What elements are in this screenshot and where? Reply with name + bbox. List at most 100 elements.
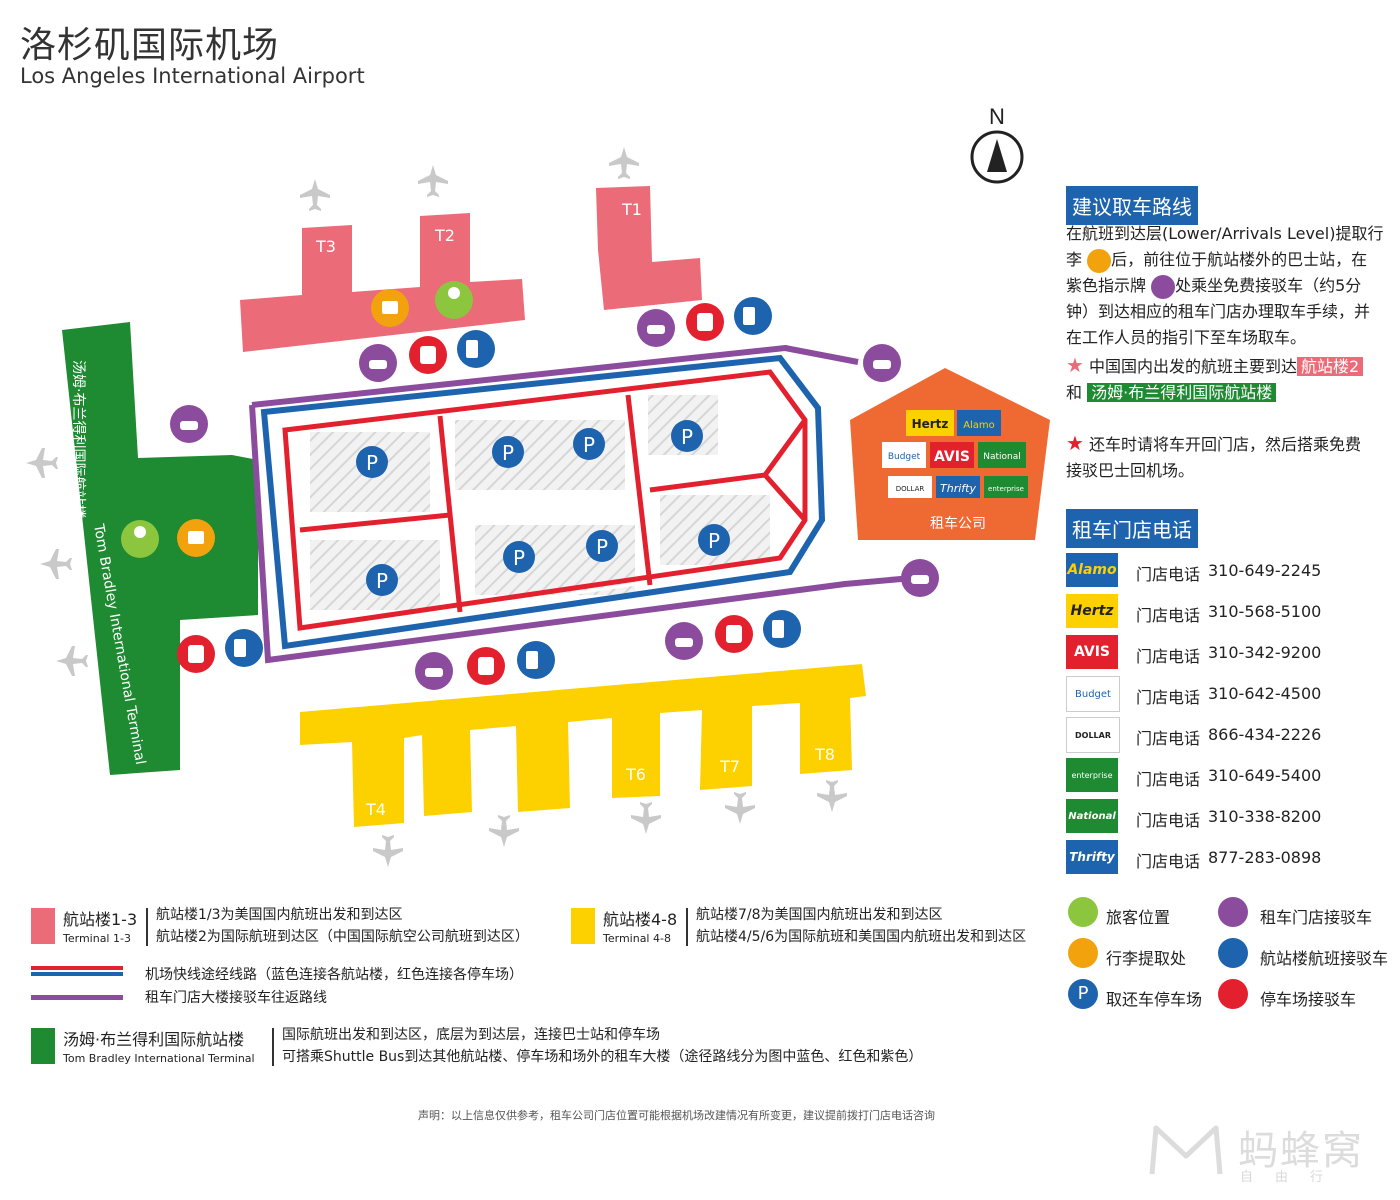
route-line: 紫色指示牌 处乘坐免费接驳车（约5分 xyxy=(1066,273,1396,299)
phone-number: 310-649-5400 xyxy=(1208,766,1322,785)
parking-icon: P xyxy=(503,541,535,573)
airplane-icon xyxy=(418,165,448,197)
legend-red-line xyxy=(31,966,123,970)
enterprise-logo: enterprise xyxy=(1066,758,1118,792)
hertz-logo xyxy=(906,410,954,436)
svg-text:AVIS: AVIS xyxy=(934,449,970,465)
note-return: ★ 还车时请将车开回门店，然后搭乘免费 接驳巴士回机场。 xyxy=(1066,431,1362,480)
watermark: 蚂蜂窝 xyxy=(1238,1128,1364,1174)
hertz-logo: Hertz xyxy=(1066,594,1118,628)
national-logo xyxy=(978,442,1026,468)
svg-text:P: P xyxy=(681,425,693,449)
phone-row-enterprise: enterprise 门店电话 310-649-5400 xyxy=(1066,758,1396,794)
legend-passenger: 旅客位置 xyxy=(1106,908,1171,927)
phone-number: 310-642-4500 xyxy=(1208,684,1322,703)
phone-row-budget: Budget 门店电话 310-642-4500 xyxy=(1066,676,1396,712)
legend-tbit-sub: Tom Bradley International Terminal xyxy=(63,1052,255,1065)
route-text: 在航班到达层(Lower/Arrivals Level)提取行 李 后，前往位于… xyxy=(1066,221,1396,351)
legend-swatch-pink xyxy=(31,908,55,944)
purple-route xyxy=(249,404,913,664)
terminal-4-8-building xyxy=(300,664,866,827)
thrifty-logo xyxy=(936,476,980,498)
svg-text:Thrifty: Thrifty xyxy=(940,482,976,495)
parking-markers: P P P P P P P P xyxy=(356,420,730,596)
divider xyxy=(686,908,688,946)
lot-shuttle-icon xyxy=(1218,979,1248,1009)
legend-t48-line2: 航站楼4/5/6为国际航班和美国国内航班出发和到达区 xyxy=(696,929,1027,945)
parking-icon: P xyxy=(492,436,524,468)
phone-number: 310-568-5100 xyxy=(1208,602,1322,621)
divider xyxy=(272,1028,274,1066)
legend-t48-sub: Terminal 4-8 xyxy=(603,932,671,945)
parking-icon: P xyxy=(573,428,605,460)
phone-number: 866-434-2226 xyxy=(1208,725,1322,744)
airplane-icon xyxy=(489,815,519,847)
page-subtitle: Los Angeles International Airport xyxy=(20,64,365,88)
terminal-8-label: T8 xyxy=(814,745,835,764)
route-heading: 建议取车路线 xyxy=(1066,186,1198,225)
airplane-icon xyxy=(26,448,58,478)
parking-icon: P xyxy=(1068,979,1098,1009)
phone-number: 310-649-2245 xyxy=(1208,561,1322,580)
terminal-5-label: T5 xyxy=(485,785,506,804)
passenger-icon xyxy=(121,520,159,558)
rental-car-center: Hertz Alamo Budget AVIS National DOLLAR … xyxy=(850,368,1050,540)
purple-route xyxy=(251,344,859,408)
tom-bradley-terminal: 汤姆·布兰得利国际航站楼 Tom Bradley International T… xyxy=(62,322,258,775)
alamo-logo xyxy=(957,410,1001,436)
phone-number: 310-338-8200 xyxy=(1208,807,1322,826)
terminal-shuttle-icon xyxy=(1218,938,1248,968)
alamo-logo: Alamo xyxy=(1066,553,1118,587)
passenger-icon xyxy=(1068,897,1098,927)
rental-shuttle-icon xyxy=(1218,897,1248,927)
budget-logo xyxy=(882,442,926,468)
divider xyxy=(146,908,148,946)
phone-row-alamo: Alamo 门店电话 310-649-2245 xyxy=(1066,553,1396,589)
route-line: 在航班到达层(Lower/Arrivals Level)提取行 xyxy=(1066,224,1384,243)
airplane-icon xyxy=(373,835,403,867)
airplane-icon xyxy=(56,646,88,676)
tbit-building xyxy=(62,322,258,775)
airplane-icon xyxy=(725,792,755,824)
legend-blue-line xyxy=(31,972,123,976)
dollar-logo xyxy=(888,476,932,498)
baggage-icon xyxy=(1068,938,1098,968)
legend-purple-line xyxy=(31,995,123,1000)
airplane-icon xyxy=(300,179,330,211)
terminal-6-label: T6 xyxy=(625,765,646,784)
watermark-sub: 自由行 xyxy=(1240,1170,1346,1185)
page-title: 洛杉矶国际机场 xyxy=(20,25,280,66)
parking-icon: P xyxy=(586,530,618,562)
terminal-2-label: T2 xyxy=(434,226,455,245)
parking-icon: P xyxy=(671,420,703,452)
legend-swatch-green xyxy=(31,1028,55,1064)
terminal-7-label: T7 xyxy=(719,757,740,776)
terminal-1-building xyxy=(596,186,702,310)
note-arrival: ★ 中国国内出发的航班主要到达航站楼2 和 汤姆·布兰得利国际航站楼 xyxy=(1066,352,1396,406)
dollar-logo: DOLLAR xyxy=(1066,717,1120,753)
north-arrow-icon xyxy=(987,139,1007,172)
legend-t13-line2: 航站楼2为国际航班到达区（中国国际航空公司航班到达区） xyxy=(156,929,529,945)
legend-t48-line1: 航站楼7/8为美国国内航班出发和到达区 xyxy=(696,907,943,923)
compass: N xyxy=(970,104,1024,184)
legend-tbit-line1: 国际航班出发和到达区，底层为到达层，连接巴士站和停车场 xyxy=(282,1027,660,1043)
legend-route-redblue: 机场快线途经线路（蓝色连接各航站楼，红色连接各停车场） xyxy=(145,967,523,983)
parking-icon: P xyxy=(356,446,388,478)
passenger-icon xyxy=(435,281,473,319)
phone-row-avis: AVIS 门店电话 310-342-9200 xyxy=(1066,635,1396,671)
legend-rental-shuttle: 租车门店接驳车 xyxy=(1260,908,1373,927)
svg-text:enterprise: enterprise xyxy=(988,485,1024,493)
legend-tbit-line2: 可搭乘Shuttle Bus到达其他航站楼、停车场和场外的租车大楼（途径路线分为… xyxy=(282,1049,923,1065)
budget-logo: Budget xyxy=(1066,676,1120,712)
airplane-icons xyxy=(26,147,847,867)
legend-t13-line1: 航站楼1/3为美国国内航班出发和到达区 xyxy=(156,907,403,923)
star-icon: ★ xyxy=(1066,431,1084,455)
svg-text:Hertz: Hertz xyxy=(912,417,949,431)
rental-center-label: 租车公司 xyxy=(930,515,986,532)
national-logo: National xyxy=(1066,799,1118,833)
parking-icon: P xyxy=(698,524,730,556)
terminal-1-label: T1 xyxy=(621,200,642,219)
phone-number: 310-342-9200 xyxy=(1208,643,1322,662)
legend-swatch-yellow xyxy=(571,908,595,944)
terminal-4-label: T4 xyxy=(365,800,386,819)
